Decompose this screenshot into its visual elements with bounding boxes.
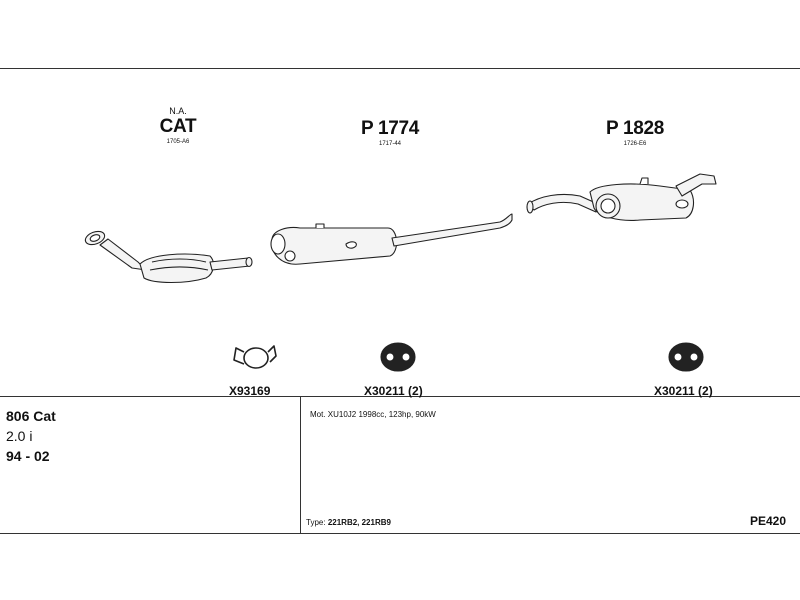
part-p1774-header: P 1774 1717-44 — [335, 118, 445, 148]
vehicle-model: 806 Cat — [6, 408, 56, 424]
part-code: 1726-E6 — [623, 141, 647, 147]
vehicle-engine: 2.0 i — [6, 428, 33, 444]
gasket-x30211-illustration — [380, 342, 416, 372]
catalytic-converter-illustration — [84, 230, 253, 283]
accessory-label: X93169 — [229, 384, 271, 398]
column-divider — [300, 397, 301, 534]
vehicle-years: 94 - 02 — [6, 448, 50, 464]
part-p1828-header: P 1828 1726-E6 — [580, 118, 690, 148]
type-line: Type: 221RB2, 221RB9 — [306, 518, 391, 527]
type-value: 221RB2, 221RB9 — [327, 518, 391, 527]
part-name: P 1828 — [605, 118, 665, 139]
part-code: 1717-44 — [378, 141, 402, 147]
diagram-sheet — [0, 68, 800, 534]
table-divider — [0, 396, 800, 397]
part-cat-header: N.A. CAT 1705-A6 — [138, 106, 218, 146]
center-muffler-illustration — [270, 213, 513, 265]
part-code: 1705-A6 — [166, 139, 190, 145]
reference-code: PE420 — [750, 514, 787, 528]
part-note: N.A. — [169, 106, 187, 116]
type-label: Type: — [306, 518, 326, 527]
part-name: P 1774 — [360, 118, 420, 139]
gasket-x30211-rear-illustration — [668, 342, 704, 372]
clamp-x93169-illustration — [233, 345, 277, 369]
rear-muffler-illustration — [526, 173, 717, 221]
part-name: CAT — [159, 116, 197, 137]
accessory-label: X30211 (2) — [364, 384, 423, 398]
motor-spec: Mot. XU10J2 1998cc, 123hp, 90kW — [310, 410, 436, 419]
accessory-label: X30211 (2) — [654, 384, 713, 398]
